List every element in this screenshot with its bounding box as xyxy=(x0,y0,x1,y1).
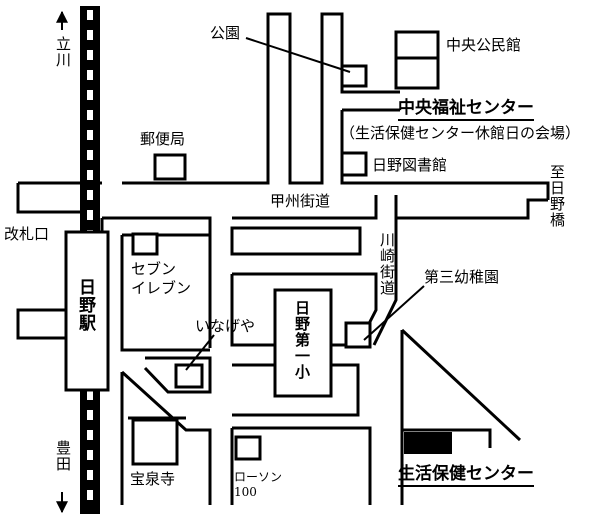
park-building xyxy=(340,64,368,88)
central-hall-building xyxy=(394,30,440,60)
inageya-building xyxy=(174,363,204,389)
label-health-center: 生活保健センター xyxy=(398,464,534,487)
kindergarten-building xyxy=(344,321,372,349)
lawson-building xyxy=(234,435,262,461)
label-lawson-100: 100 xyxy=(234,485,257,499)
library-building xyxy=(340,151,368,177)
label-park: 公園 xyxy=(210,24,241,42)
label-toyoda: 豊田 xyxy=(54,440,72,472)
label-koshu-kaido: 甲州街道 xyxy=(270,192,331,210)
label-post-office: 郵便局 xyxy=(140,130,186,148)
hosenji-building xyxy=(131,418,179,466)
label-tachikawa: 立川 xyxy=(54,36,72,68)
label-central-welfare-center: 中央福祉センター xyxy=(398,98,534,121)
street-lines xyxy=(16,12,550,505)
central-hall-building-2 xyxy=(394,56,440,90)
label-welfare-note: （生活保健センター休館日の会場） xyxy=(340,124,581,142)
label-lawson: ローソン xyxy=(234,470,283,484)
buildings xyxy=(131,30,440,466)
label-hino-library: 日野図書館 xyxy=(372,156,448,174)
hino-station-box xyxy=(64,230,110,392)
post-office-building xyxy=(153,153,187,181)
label-inageya: いなげや xyxy=(195,317,256,335)
label-daisan-kindergarten: 第三幼稚園 xyxy=(424,268,500,286)
label-central-community-hall: 中央公民館 xyxy=(446,36,522,54)
leader-lines xyxy=(185,37,425,371)
seven-eleven-building xyxy=(131,232,159,256)
label-hosenji: 宝泉寺 xyxy=(130,470,176,488)
health-center-building xyxy=(404,432,452,454)
label-seven-eleven: セブン イレブン xyxy=(131,260,192,297)
label-kawasaki-kaido: 川崎街道 xyxy=(378,232,396,296)
label-kaisatsu: 改札口 xyxy=(4,225,50,243)
school-building xyxy=(273,288,333,398)
label-hino-station: 日野駅 xyxy=(75,278,95,332)
label-to-hinobashi: 至日野橋 xyxy=(548,164,566,228)
label-hino-daiichi: 日野第一小 xyxy=(293,300,311,380)
